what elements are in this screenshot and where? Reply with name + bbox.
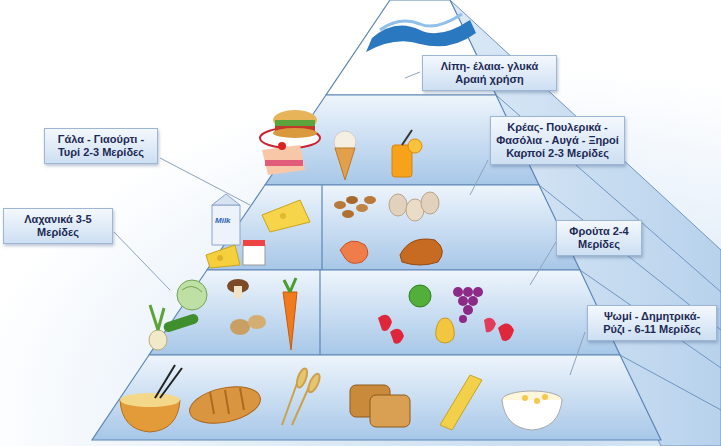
tip-wave-highlight [380,14,462,30]
carton-label: Milk [215,216,231,225]
vegetable-icons [149,278,297,350]
sweets-icons [260,110,422,180]
callout-text: Φρούτα 2-4 Μερίδες [562,225,636,251]
protein-icons [334,192,442,265]
serving-callout: Λαχανικά 3-5 Μερίδες [3,208,113,244]
serving-callout: Φρούτα 2-4 Μερίδες [556,220,642,256]
callout-text: Γάλα - Γιαούρτι - Τυρί 2-3 Μερίδες [50,133,152,159]
callout-text: Λαχανικά 3-5 Μερίδες [9,213,107,239]
serving-callout: Λίπη- έλαια- γλυκά Αραιή χρήση [422,55,557,91]
serving-callout: Κρέας- Πουλερικά - Φασόλια - Αυγά - Ξηρο… [490,116,625,165]
serving-callout: Γάλα - Γιαούρτι - Τυρί 2-3 Μερίδες [44,128,158,164]
callout-text: Κρέας- Πουλερικά - Φασόλια - Αυγά - Ξηρο… [496,121,619,160]
callout-text: Λίπη- έλαια- γλυκά Αραιή χρήση [428,60,551,86]
fruit-icons [378,285,514,344]
pyramid-tiers [92,0,661,440]
grain-icons [120,365,562,432]
callout-text: Ψωμί - Δημητρικά- Ρύζι - 6-11 Μερίδες [593,310,711,336]
serving-callout: Ψωμί - Δημητρικά- Ρύζι - 6-11 Μερίδες [587,305,717,341]
dairy-icons [206,194,310,268]
